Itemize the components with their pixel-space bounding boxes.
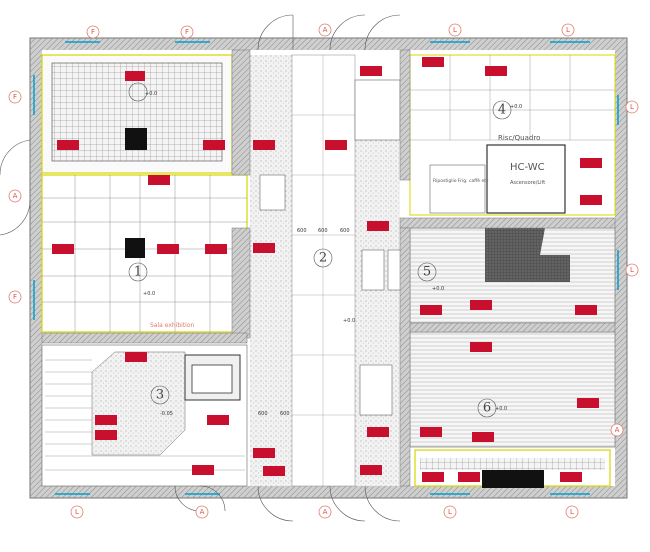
svg-text:A: A (615, 426, 620, 434)
svg-text:4: 4 (498, 103, 506, 118)
svg-text:A: A (323, 26, 328, 34)
svg-text:600: 600 (280, 411, 290, 417)
windows (33, 41, 619, 495)
black-column (125, 128, 147, 150)
bottom-dark-strip (420, 458, 605, 470)
svg-text:L: L (448, 508, 452, 516)
svg-text:L: L (630, 266, 634, 274)
svg-text:6: 6 (483, 401, 491, 416)
svg-text:-0.05: -0.05 (160, 411, 173, 417)
svg-text:A: A (13, 192, 18, 200)
svg-text:F: F (185, 28, 189, 36)
svg-text:A: A (200, 508, 205, 516)
svg-text:+0.0: +0.0 (343, 318, 355, 324)
label-storage: Risc/Quadro (498, 134, 540, 142)
svg-text:1: 1 (134, 265, 142, 280)
svg-text:L: L (566, 26, 570, 34)
svg-text:A: A (323, 508, 328, 516)
corridor-left-strip (250, 55, 292, 486)
label-kitchen: Ripostiglio Frig. caffè etc (433, 177, 489, 184)
svg-text:600: 600 (297, 228, 307, 234)
svg-text:F: F (91, 28, 95, 36)
dimensions: 600 600 600 600 600 (258, 228, 350, 417)
svg-text:2: 2 (319, 251, 327, 266)
black-column (125, 238, 145, 258)
storage-room (429, 164, 486, 214)
svg-text:3: 3 (156, 388, 164, 403)
svg-text:L: L (453, 26, 457, 34)
corridor-box (259, 174, 286, 211)
corridor-box (354, 79, 401, 141)
svg-text:600: 600 (340, 228, 350, 234)
svg-text:L: L (75, 508, 79, 516)
equipment-inner (191, 364, 233, 394)
svg-text:+0.0: +0.0 (143, 291, 155, 297)
svg-text:F: F (13, 293, 17, 301)
svg-text:L: L (630, 103, 634, 111)
svg-text:600: 600 (318, 228, 328, 234)
room-right-bottom (409, 331, 616, 448)
svg-text:L: L (570, 508, 574, 516)
svg-text:+0.0: +0.0 (145, 91, 157, 97)
black-block (482, 470, 544, 488)
svg-text:+0.0: +0.0 (495, 406, 507, 412)
svg-text:600: 600 (258, 411, 268, 417)
wc-room (486, 144, 566, 214)
corridor-grid (292, 55, 355, 486)
doors (0, 14, 401, 522)
svg-text:5: 5 (423, 265, 431, 280)
svg-text:+0.0: +0.0 (432, 286, 444, 292)
door-tags: F F F F A A A A L L L L L L L A (8, 23, 639, 519)
stair-lines (45, 359, 245, 471)
label-exhibition: Sala exhibition (150, 322, 195, 329)
dotted-floor-area (91, 351, 186, 456)
svg-text:+0.0: +0.0 (510, 104, 522, 110)
red-tags (52, 57, 602, 482)
corridor-box (359, 364, 393, 416)
level-markers: +0.0 +0.0 +0.0 +0.0 +0.0 +0.0 -0.05 (143, 91, 522, 417)
partitions (41, 49, 616, 487)
corridor-center (291, 54, 356, 487)
room-numbers: 1 2 3 4 5 6 (128, 82, 512, 418)
corridor-box (361, 249, 385, 291)
top-right-grid (410, 55, 615, 141)
label-wc-sub: Ascensore/Lift (510, 180, 545, 186)
label-wc: HC-WC (510, 162, 545, 173)
svg-text:F: F (13, 93, 17, 101)
dark-block (485, 228, 570, 282)
